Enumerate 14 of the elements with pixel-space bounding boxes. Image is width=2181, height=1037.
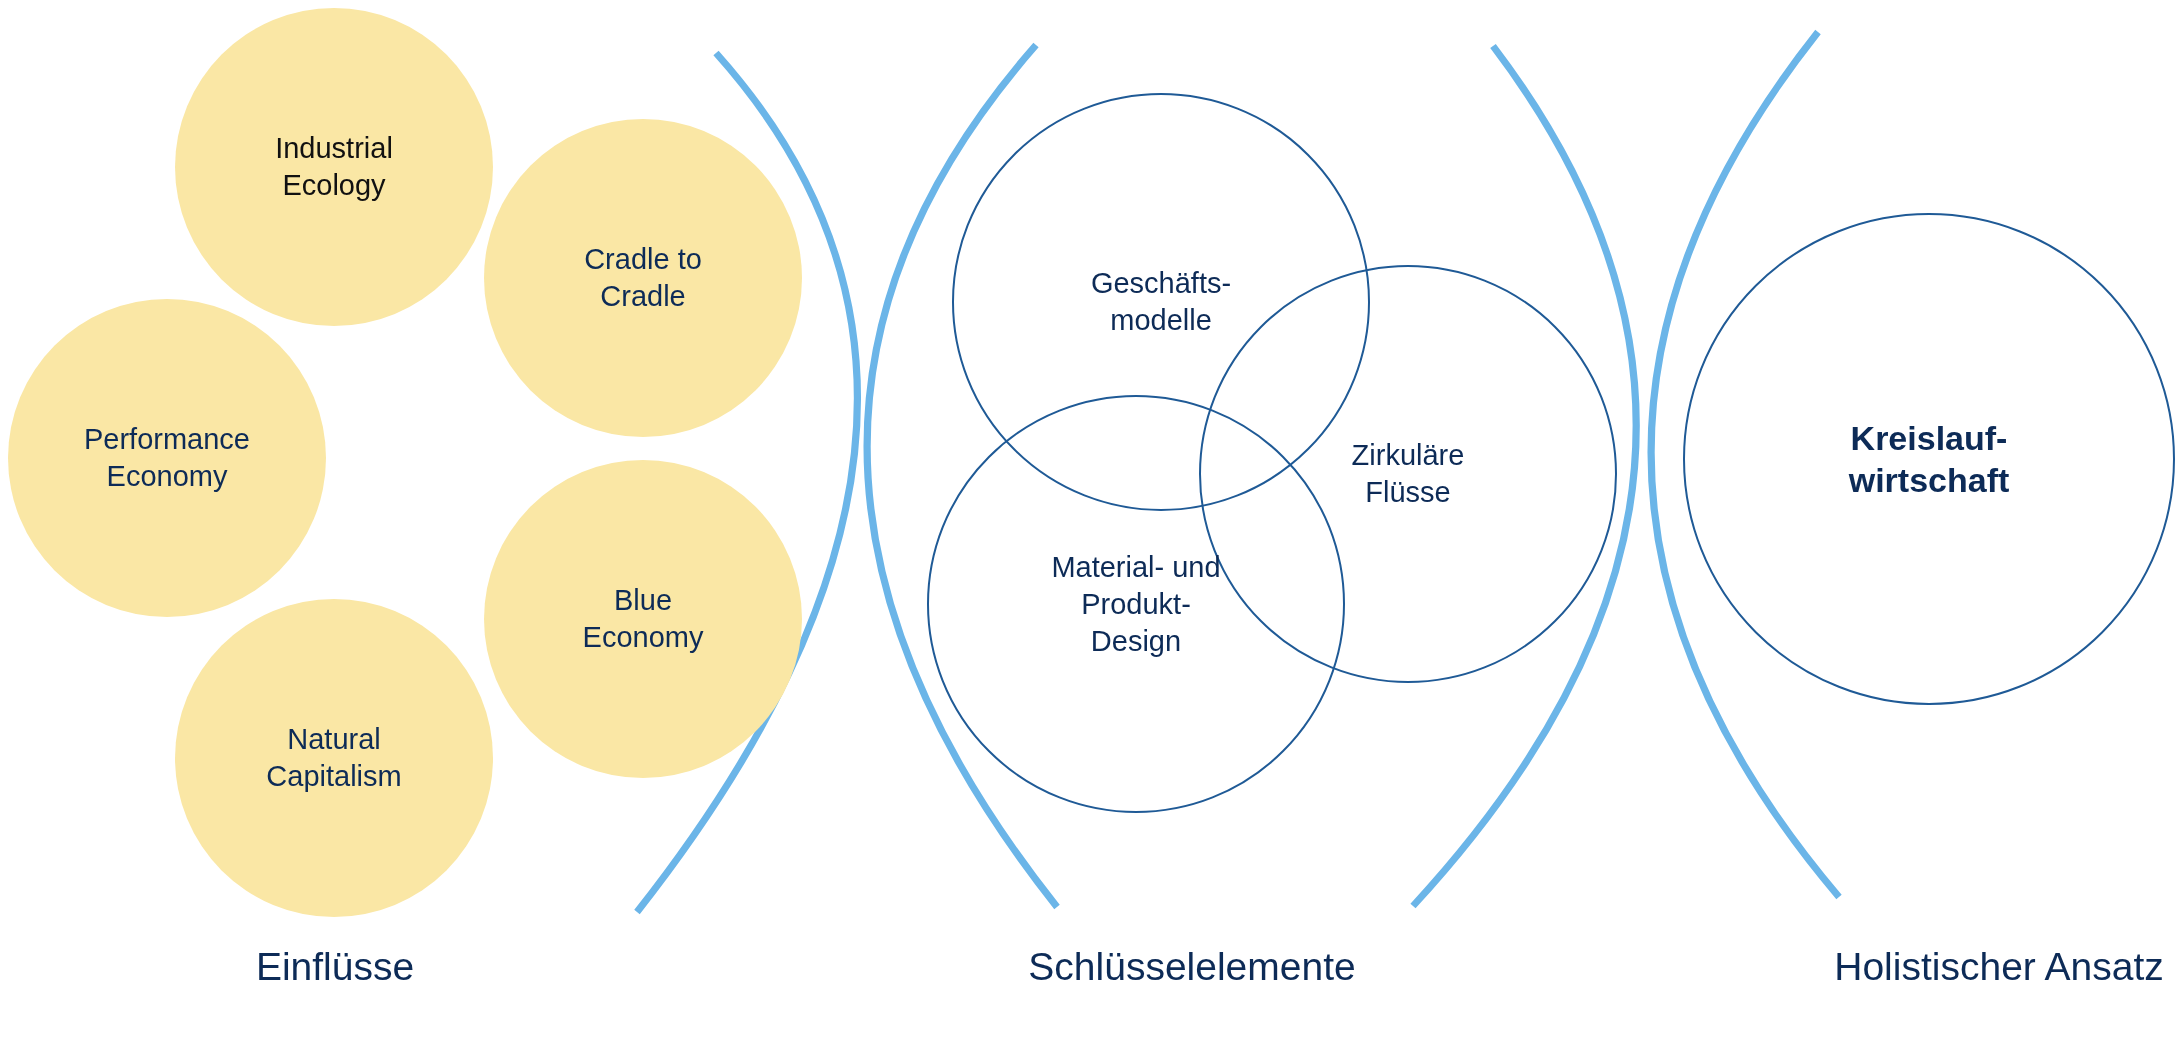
- concept-label: Industrial Ecology: [274, 131, 394, 203]
- column-heading: Schlüsselelemente: [1028, 945, 1356, 989]
- column-heading: Einflüsse: [255, 945, 415, 989]
- element-label: Kreislauf- wirtschaft: [1847, 418, 2011, 501]
- column-heading: Holistischer Ansatz: [1834, 945, 2164, 989]
- concept-label: Blue Economy: [581, 583, 705, 655]
- concept-label: Performance Economy: [83, 422, 251, 494]
- concept-label: Cradle to Cradle: [583, 242, 703, 314]
- element-label: Zirkuläre Flüsse: [1350, 438, 1466, 510]
- outline-circle: [1683, 213, 2175, 705]
- element-label: Material- und Produkt- Design: [1050, 549, 1222, 659]
- element-label: Geschäfts- modelle: [1089, 266, 1233, 338]
- concept-label: Natural Capitalism: [265, 722, 403, 794]
- outline-circle: [927, 395, 1345, 813]
